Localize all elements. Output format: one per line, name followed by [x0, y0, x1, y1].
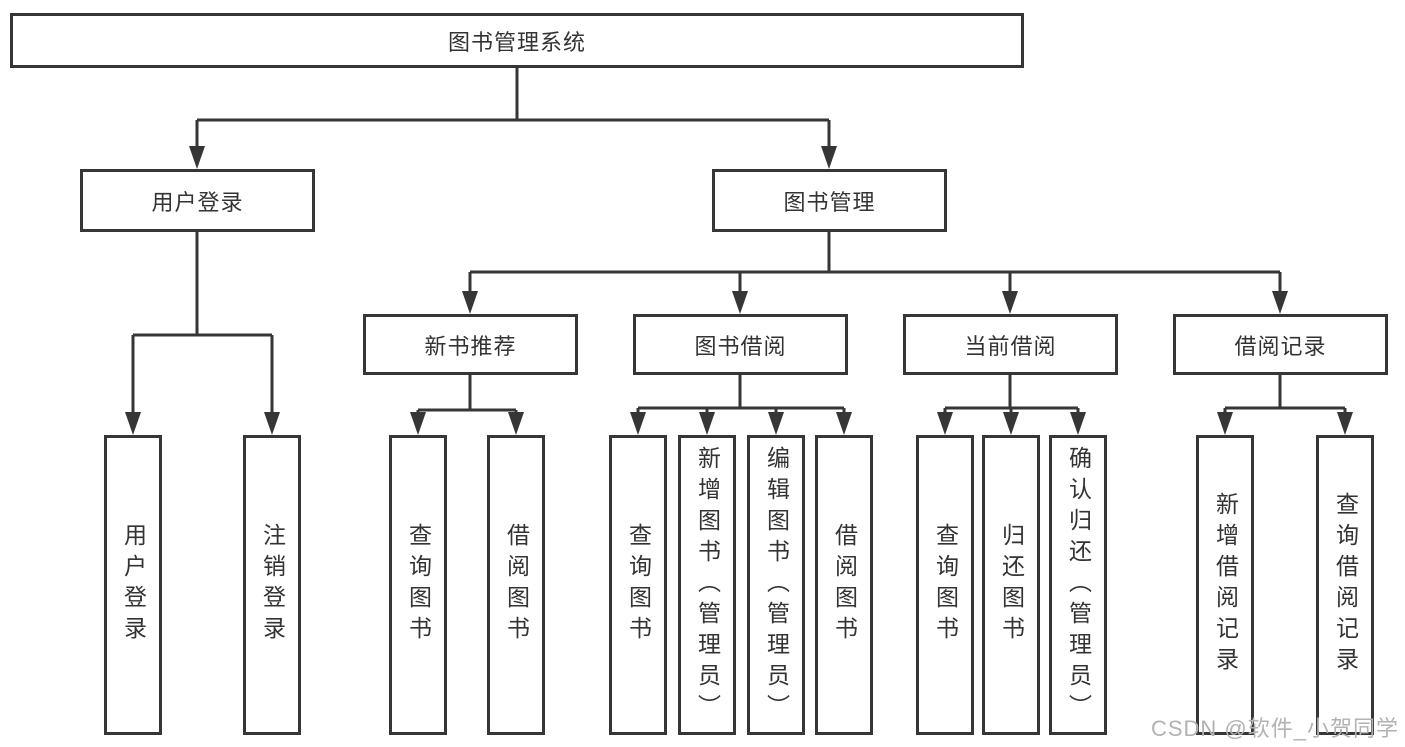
leaf-borrow-add-books-admin: 新增图书（管理员）: [678, 435, 736, 735]
node-label: 当前借阅: [964, 333, 1057, 359]
node-library-system: 图书管理系统: [10, 13, 1024, 68]
node-label: 查询图书: [405, 523, 432, 647]
leaf-current-confirm-return-admin: 确认归还（管理员）: [1049, 435, 1107, 735]
node-borrowing-records: 借阅记录: [1173, 314, 1388, 375]
node-label: 新增图书（管理员）: [694, 445, 721, 725]
leaf-records-query-record: 查询借阅记录: [1316, 435, 1374, 735]
leaf-borrow-edit-books-admin: 编辑图书（管理员）: [747, 435, 805, 735]
leaf-borrow-query-books: 查询图书: [609, 435, 667, 735]
leaf-current-query-books: 查询图书: [916, 435, 974, 735]
node-label: 查询借阅记录: [1332, 492, 1359, 678]
node-user-login-branch: 用户登录: [80, 169, 315, 232]
leaf-user-login: 用户登录: [104, 435, 162, 735]
node-new-book-recommend: 新书推荐: [363, 314, 578, 375]
node-label: 注销登录: [259, 523, 286, 647]
leaf-recommend-query-books: 查询图书: [389, 435, 447, 735]
node-label: 图书借阅: [694, 333, 787, 359]
node-label: 借阅图书: [831, 523, 858, 647]
node-label: 用户登录: [151, 189, 244, 215]
node-current-borrowing: 当前借阅: [903, 314, 1118, 375]
leaf-logout-login: 注销登录: [243, 435, 301, 735]
node-label: 归还图书: [998, 523, 1025, 647]
node-label: 图书管理系统: [447, 29, 586, 55]
node-label: 确认归还（管理员）: [1065, 445, 1092, 725]
node-book-management: 图书管理: [712, 169, 947, 232]
leaf-borrow-borrow-books: 借阅图书: [815, 435, 873, 735]
node-label: 新增借阅记录: [1212, 492, 1239, 678]
node-label: 新书推荐: [424, 333, 517, 359]
node-label: 编辑图书（管理员）: [763, 445, 790, 725]
node-label: 借阅图书: [503, 523, 530, 647]
node-label: 借阅记录: [1234, 333, 1327, 359]
node-label: 查询图书: [625, 523, 652, 647]
node-label: 用户登录: [120, 523, 147, 647]
csdn-watermark: CSDN @软件_小贺同学: [1150, 716, 1399, 741]
leaf-current-return-books: 归还图书: [982, 435, 1040, 735]
node-label: 图书管理: [783, 189, 876, 215]
leaf-recommend-borrow-books: 借阅图书: [487, 435, 545, 735]
leaf-records-add-record: 新增借阅记录: [1196, 435, 1254, 735]
node-book-borrowing: 图书借阅: [633, 314, 848, 375]
node-label: 查询图书: [932, 523, 959, 647]
